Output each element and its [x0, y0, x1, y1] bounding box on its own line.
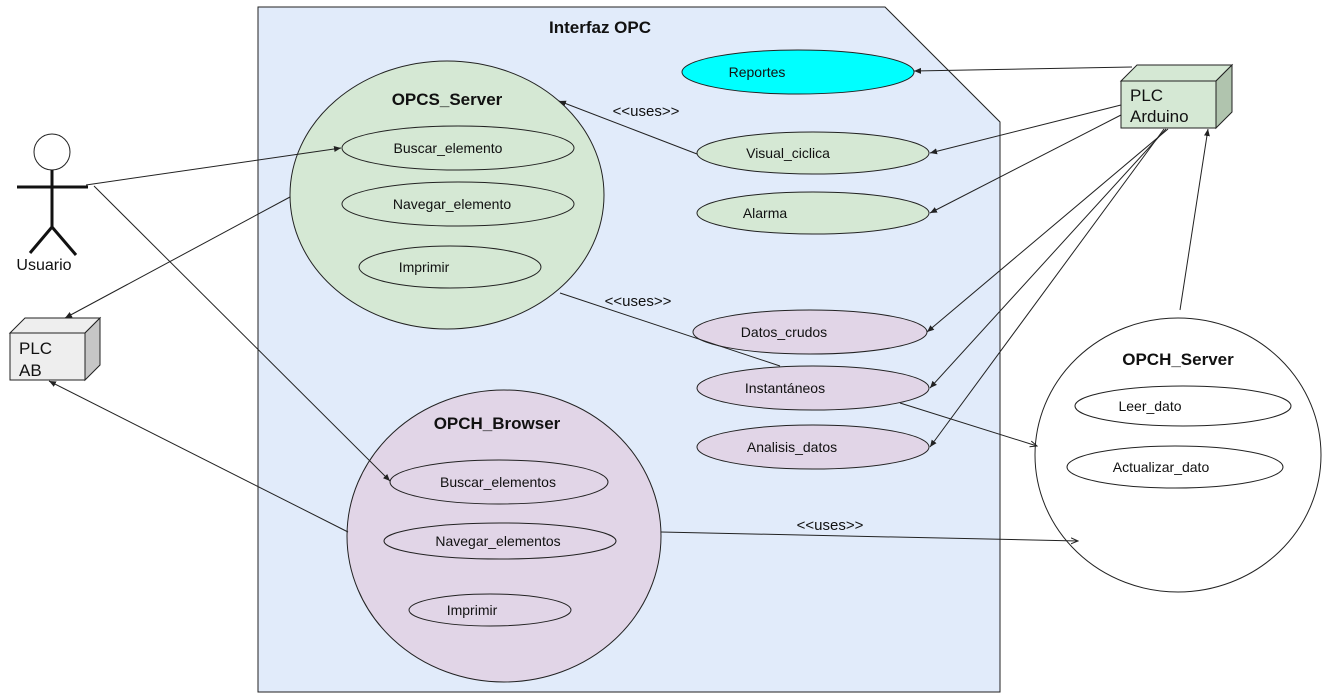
edge-usuario-to-buscar-elemento[interactable] — [85, 146, 342, 186]
use-case-buscar-elementos[interactable]: Buscar_elementos — [389, 459, 609, 505]
edge-opch-server-to-plc-arduino[interactable] — [1179, 128, 1210, 311]
edge-visual-ciclica-to-opcs-server[interactable] — [558, 100, 698, 155]
node-label-line1: PLC — [19, 339, 52, 358]
node-label-line2: Arduino — [1130, 107, 1189, 126]
edge-instantaneos-to-opch-server[interactable] — [899, 402, 1037, 446]
stick-figure-icon — [17, 133, 88, 256]
use-case-label: Navegar_elemento — [393, 196, 512, 212]
edge-plc-arduino-to-datos-crudos[interactable] — [926, 128, 1169, 333]
component-opch-server[interactable]: OPCH_Server Leer_dato Actualizar_dato — [1034, 317, 1322, 593]
edge-plc-arduino-to-visual-ciclica[interactable] — [929, 104, 1122, 155]
use-case-label: Leer_dato — [1118, 398, 1181, 414]
edge-plc-arduino-to-analisis-datos[interactable] — [929, 128, 1165, 448]
system-boundary-title: Interfaz OPC — [549, 18, 651, 37]
edge-opch-browser-to-opch-server[interactable] — [660, 531, 1078, 541]
use-case-navegar-elemento[interactable]: Navegar_elemento — [341, 181, 575, 227]
stereotype-uses-label: <<uses>> — [605, 293, 672, 310]
use-case-label: Datos_crudos — [741, 324, 827, 340]
node-top-face — [8, 317, 102, 334]
use-case-buscar-elemento[interactable]: Buscar_elemento — [341, 125, 575, 171]
use-case-reportes[interactable]: Reportes — [681, 49, 915, 95]
use-case-visual-ciclica[interactable]: Visual_ciclica — [696, 131, 930, 175]
use-case-label: Reportes — [729, 64, 786, 80]
node-front-face — [9, 332, 86, 381]
component-opcs-server[interactable]: OPCS_Server Buscar_elemento Navegar_elem… — [289, 60, 605, 330]
use-case-instantaneos[interactable]: Instantáneos — [696, 365, 930, 411]
node-plc-ab[interactable]: PLC AB — [8, 316, 102, 382]
use-case-label: Actualizar_dato — [1113, 459, 1210, 475]
stereotype-uses-label: <<uses>> — [613, 103, 680, 120]
edge-opcs-server-to-instantaneos[interactable] — [559, 292, 781, 367]
node-front-face — [1120, 80, 1217, 129]
component-title: OPCH_Server — [1122, 350, 1234, 369]
use-case-label: Instantáneos — [745, 380, 825, 396]
use-case-label: Alarma — [743, 205, 788, 221]
edge-opcs-server-to-plc-ab[interactable] — [64, 196, 291, 319]
use-case-label: Buscar_elementos — [440, 474, 556, 490]
stereotype-uses-label: <<uses>> — [797, 517, 864, 534]
edges — [48, 66, 1210, 541]
edge-plc-arduino-to-reportes[interactable] — [913, 66, 1133, 74]
use-case-label: Imprimir — [447, 602, 498, 618]
use-case-label: Navegar_elementos — [435, 533, 560, 549]
use-case-imprimir[interactable]: Imprimir — [358, 245, 542, 289]
actor-label: Usuario — [16, 257, 71, 274]
use-case-datos-crudos[interactable]: Datos_crudos — [692, 309, 928, 355]
component-title: OPCH_Browser — [434, 414, 561, 433]
use-case-actualizar-dato[interactable]: Actualizar_dato — [1066, 445, 1284, 489]
use-case-alarma[interactable]: Alarma — [696, 191, 930, 235]
edge-plc-arduino-to-instantaneos[interactable] — [929, 128, 1167, 389]
use-case-label: Imprimir — [399, 259, 450, 275]
component-opch-browser[interactable]: OPCH_Browser Buscar_elementos Navegar_el… — [346, 389, 662, 683]
node-top-face — [1119, 64, 1234, 82]
edge-opch-browser-to-plc-ab[interactable] — [48, 380, 349, 533]
use-case-label: Analisis_datos — [747, 439, 837, 455]
edge-usuario-to-buscar-elementos[interactable] — [93, 185, 391, 482]
component-title: OPCS_Server — [392, 90, 503, 109]
node-label-line1: PLC — [1130, 86, 1163, 105]
use-case-leer-dato[interactable]: Leer_dato — [1074, 385, 1292, 427]
node-plc-arduino[interactable]: PLC Arduino — [1119, 63, 1234, 130]
actor-usuario[interactable]: Usuario — [16, 133, 88, 274]
edge-plc-arduino-to-alarma[interactable] — [929, 114, 1122, 214]
use-case-navegar-elementos[interactable]: Navegar_elementos — [383, 522, 617, 560]
use-case-analisis-datos[interactable]: Analisis_datos — [696, 424, 930, 470]
node-label-line2: AB — [19, 361, 42, 380]
use-case-label: Visual_ciclica — [746, 145, 830, 161]
use-case-label: Buscar_elemento — [394, 140, 503, 156]
use-case-imprimir-browser[interactable]: Imprimir — [408, 593, 572, 627]
